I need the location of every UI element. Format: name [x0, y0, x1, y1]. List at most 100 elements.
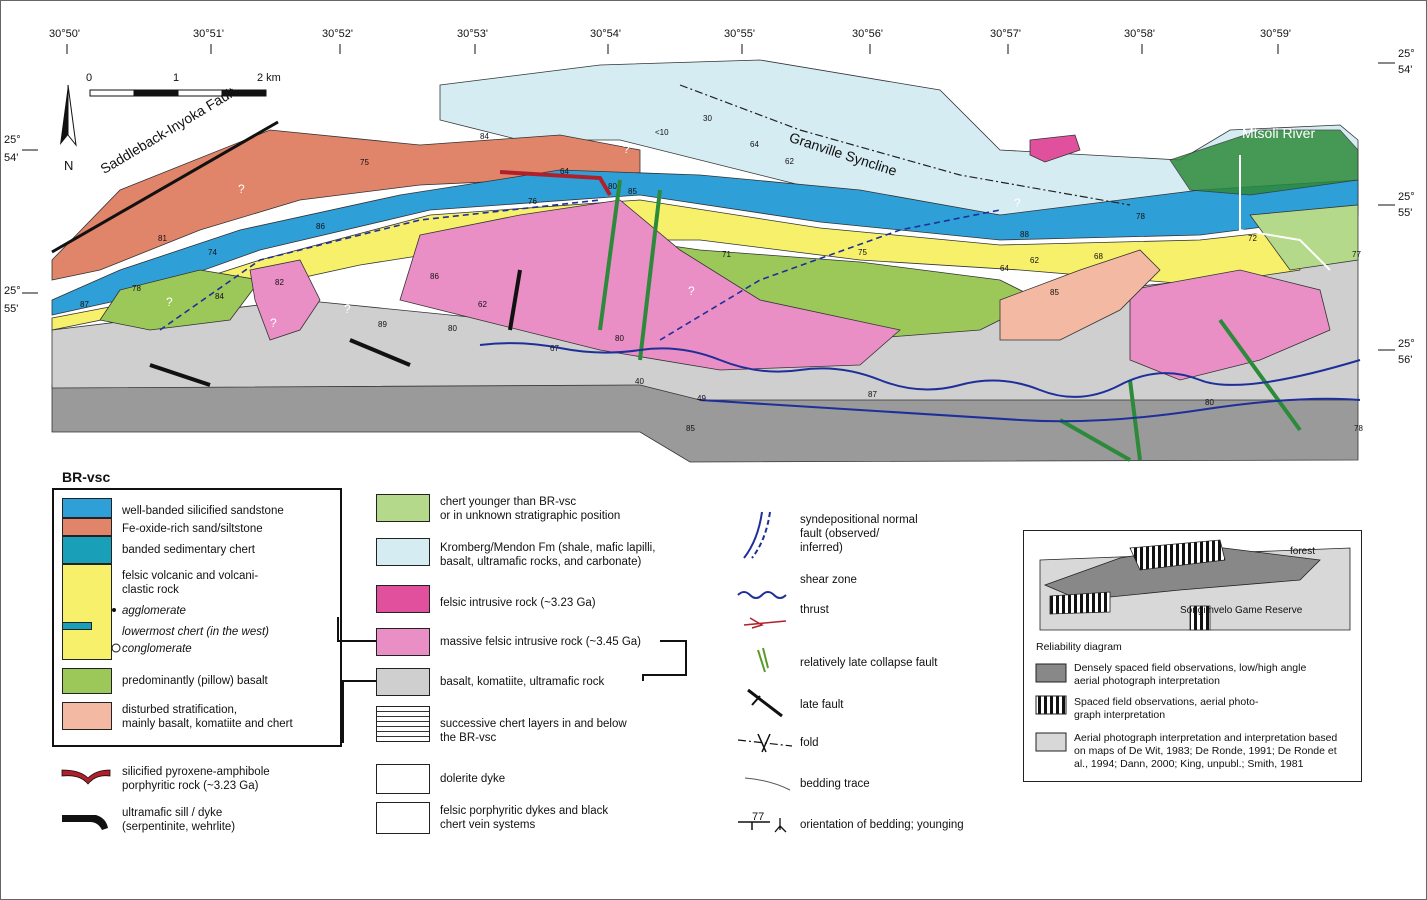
dip-annotation: 64: [1000, 264, 1009, 273]
dip-annotation: 88: [1020, 230, 1029, 239]
legend-label-lowermost-chert: lowermost chert (in the west): [122, 626, 269, 638]
ultramafic-dyke: [349, 338, 411, 367]
coord-left-55-min: 55': [4, 303, 19, 315]
dip-annotation: 81: [158, 234, 167, 243]
shear-zone: [479, 342, 1361, 398]
young-chert-unit: [1249, 204, 1359, 271]
dip-annotation: 85: [686, 424, 695, 433]
dip-annotation: 87: [80, 300, 89, 309]
ultramafic-dyke: [508, 269, 522, 331]
dip-annotation: 87: [868, 390, 877, 399]
legend-label-ultramafic-2: (serpentinite, wehrlite): [122, 821, 236, 833]
swatch-dolerite-box: [376, 764, 430, 794]
dip-annotation: 89: [378, 320, 387, 329]
dip-annotation: 62: [1030, 256, 1039, 265]
legend-label-bedding-orientation: orientation of bedding; younging: [800, 819, 964, 831]
coord-right-55-min: 55': [1398, 207, 1413, 219]
legend-label-kromberg-2: basalt, ultramafic rocks, and carbonate): [440, 556, 642, 568]
swatch-chert-layers: [376, 706, 430, 742]
coord-top-10: 30°59': [1260, 28, 1291, 40]
legend-label-porphyritic-2: porphyritic rock (~3.23 Ga): [122, 780, 259, 792]
reliability-label-dense: Densely spaced field observations, low/h…: [1074, 662, 1307, 674]
dip-annotation: 78: [1354, 424, 1363, 433]
query-mark: ?: [623, 142, 630, 156]
dolerite-dyke: [1059, 418, 1131, 462]
legend-dip-value: 77: [752, 811, 765, 823]
saddleback-fault-line: [51, 120, 279, 254]
dip-annotation: 78: [132, 284, 141, 293]
dolerite-dyke: [638, 189, 662, 361]
legend-label-bedding-trace: bedding trace: [800, 778, 870, 790]
dolerite-dyke: [598, 179, 622, 331]
dip-annotation: 78: [1136, 212, 1145, 221]
coord-top-9: 30°58': [1124, 28, 1155, 40]
basalt-unit-east: [1169, 129, 1359, 196]
dip-annotation: 80: [1205, 398, 1214, 407]
reliability-label-spaced: Spaced field observations, aerial photo-: [1074, 696, 1259, 708]
legend-label-chert-layers: successive chert layers in and below: [440, 718, 627, 730]
coord-top-5: 30°54': [590, 28, 621, 40]
symbol-bedding-trace-icon: [744, 777, 791, 791]
query-mark: ?: [688, 284, 695, 298]
symbol-thrust-icon: [743, 617, 787, 629]
legend-label-young-chert-2: or in unknown stratigraphic position: [440, 510, 621, 522]
legend-label-intrusive-323: felsic intrusive rock (~3.23 Ga): [440, 597, 596, 609]
legend-label-agglomerate: agglomerate: [122, 605, 186, 617]
legend-group-title: BR-vsc: [62, 469, 111, 485]
dolerite-dyke: [1218, 318, 1302, 432]
swatch-basalt: [62, 668, 112, 694]
legend-label-intrusive-345: massive felsic intrusive rock (~3.45 Ga): [440, 636, 641, 648]
dip-annotation: 64: [750, 140, 759, 149]
legend-label-thrust: thrust: [800, 604, 829, 616]
dip-annotation: 76: [528, 197, 537, 206]
legend-label-young-chert: chert younger than BR-vsc: [440, 496, 577, 508]
dip-annotation: 84: [215, 292, 224, 301]
legend-brvsc-box: [52, 488, 342, 747]
swatch-ultramafic-icon: [62, 815, 108, 830]
coord-top-2: 30°51': [193, 28, 224, 40]
symbol-late-fault-icon: [747, 688, 783, 718]
coord-left-54-deg: 25°: [4, 134, 21, 146]
coord-right-55-deg: 25°: [1398, 191, 1415, 203]
legend-label-felsic: felsic volcanic and volcani-: [122, 570, 259, 582]
dip-annotation: 80: [608, 182, 617, 191]
swatch-young-chert: [376, 494, 430, 522]
legend-label-normal-fault-2: fault (observed/: [800, 528, 880, 540]
dip-annotation: 80: [448, 324, 457, 333]
dip-annotation: 64: [560, 167, 569, 176]
normal-fault: [159, 199, 601, 331]
shear-zone: [699, 397, 1361, 423]
basalt-unit-2: [99, 269, 261, 331]
swatch-porphyritic-icon: [61, 769, 111, 785]
legend-label-shear-zone: shear zone: [800, 574, 857, 586]
legend-label-felsic-2: clastic rock: [122, 584, 179, 596]
legend-label-disturbed: disturbed stratification,: [122, 704, 238, 716]
symbol-normal-fault-icon: [743, 511, 771, 559]
north-label: N: [64, 158, 74, 173]
swatch-felsic-dykes-box: [376, 802, 430, 834]
dip-annotation: 62: [785, 157, 794, 166]
coord-top-3: 30°52': [322, 28, 353, 40]
dip-annotation: 80: [615, 334, 624, 343]
symbol-fold-icon: [737, 733, 793, 753]
legend-label-normal-fault-3: inferred): [800, 542, 843, 554]
dip-annotation: 75: [858, 248, 867, 257]
dip-annotation: 82: [275, 278, 284, 287]
dip-annotation: 86: [430, 272, 439, 281]
legend-label-porphyritic: silicified pyroxene-amphibole: [122, 766, 270, 778]
dip-annotation: 67: [550, 344, 559, 353]
legend-label-felsic-dykes: felsic porphyritic dykes and black: [440, 805, 609, 817]
swatch-fe-oxide: [62, 518, 112, 536]
dip-annotation: 49: [697, 394, 706, 403]
legend-label-kromberg: Kromberg/Mendon Fm (shale, mafic lapilli…: [440, 542, 656, 554]
legend-label-disturbed-2: mainly basalt, komatiite and chert: [122, 718, 293, 730]
swatch-intrusive-345: [376, 628, 430, 656]
legend-label-sandstone: well-banded silicified sandstone: [122, 505, 284, 517]
dip-annotation: 77: [1352, 250, 1361, 259]
legend-label-chert-layers-2: the BR-vsc: [440, 732, 497, 744]
felsic-intrusive-345-c: [249, 259, 321, 341]
dip-annotation: 71: [722, 250, 731, 259]
legend-connector: [337, 617, 376, 642]
swatch-komatiite: [376, 668, 430, 696]
sandstone-unit: [51, 169, 1359, 316]
